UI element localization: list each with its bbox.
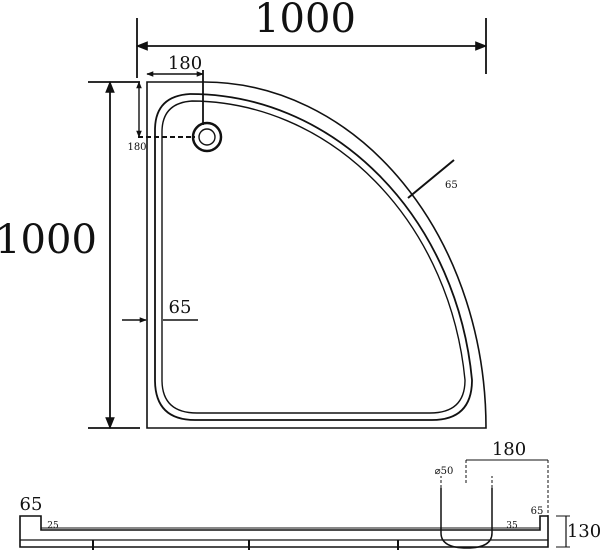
- dim-section-rim-right: 65: [531, 506, 544, 517]
- dim-section-rim-left: 65: [20, 494, 43, 515]
- dim-rim-side: 65: [169, 297, 192, 318]
- dim-section-lip-right: 35: [506, 521, 518, 531]
- dim-section-lip-left: 25: [47, 521, 59, 531]
- dim-drain-offset-x: 180: [168, 53, 202, 74]
- drain-inner: [198, 128, 216, 146]
- legs: [92, 540, 399, 550]
- dim-drain-diameter: ⌀50: [435, 466, 454, 477]
- dim-drain-offset-y: 180: [127, 142, 146, 153]
- drain-outer: [191, 121, 223, 153]
- dim-section-drain-offset: 180: [492, 439, 526, 460]
- dim-section-height: 130: [567, 521, 600, 542]
- tray-rim-inner: [161, 100, 466, 414]
- section-view: 180 ⌀50 65 65 25 35 130: [19, 439, 600, 550]
- dim-overall-width: 1000: [254, 0, 356, 42]
- section-profile: [19, 515, 549, 548]
- section-drain: [440, 488, 493, 549]
- dim-rim-curve: 65: [445, 180, 458, 191]
- tray-outline: [146, 81, 487, 429]
- tray-rim-outer: [154, 93, 473, 421]
- dim-overall-depth: 1000: [0, 217, 97, 263]
- plan-view: 1000 1000 180 180 65 65: [0, 0, 488, 430]
